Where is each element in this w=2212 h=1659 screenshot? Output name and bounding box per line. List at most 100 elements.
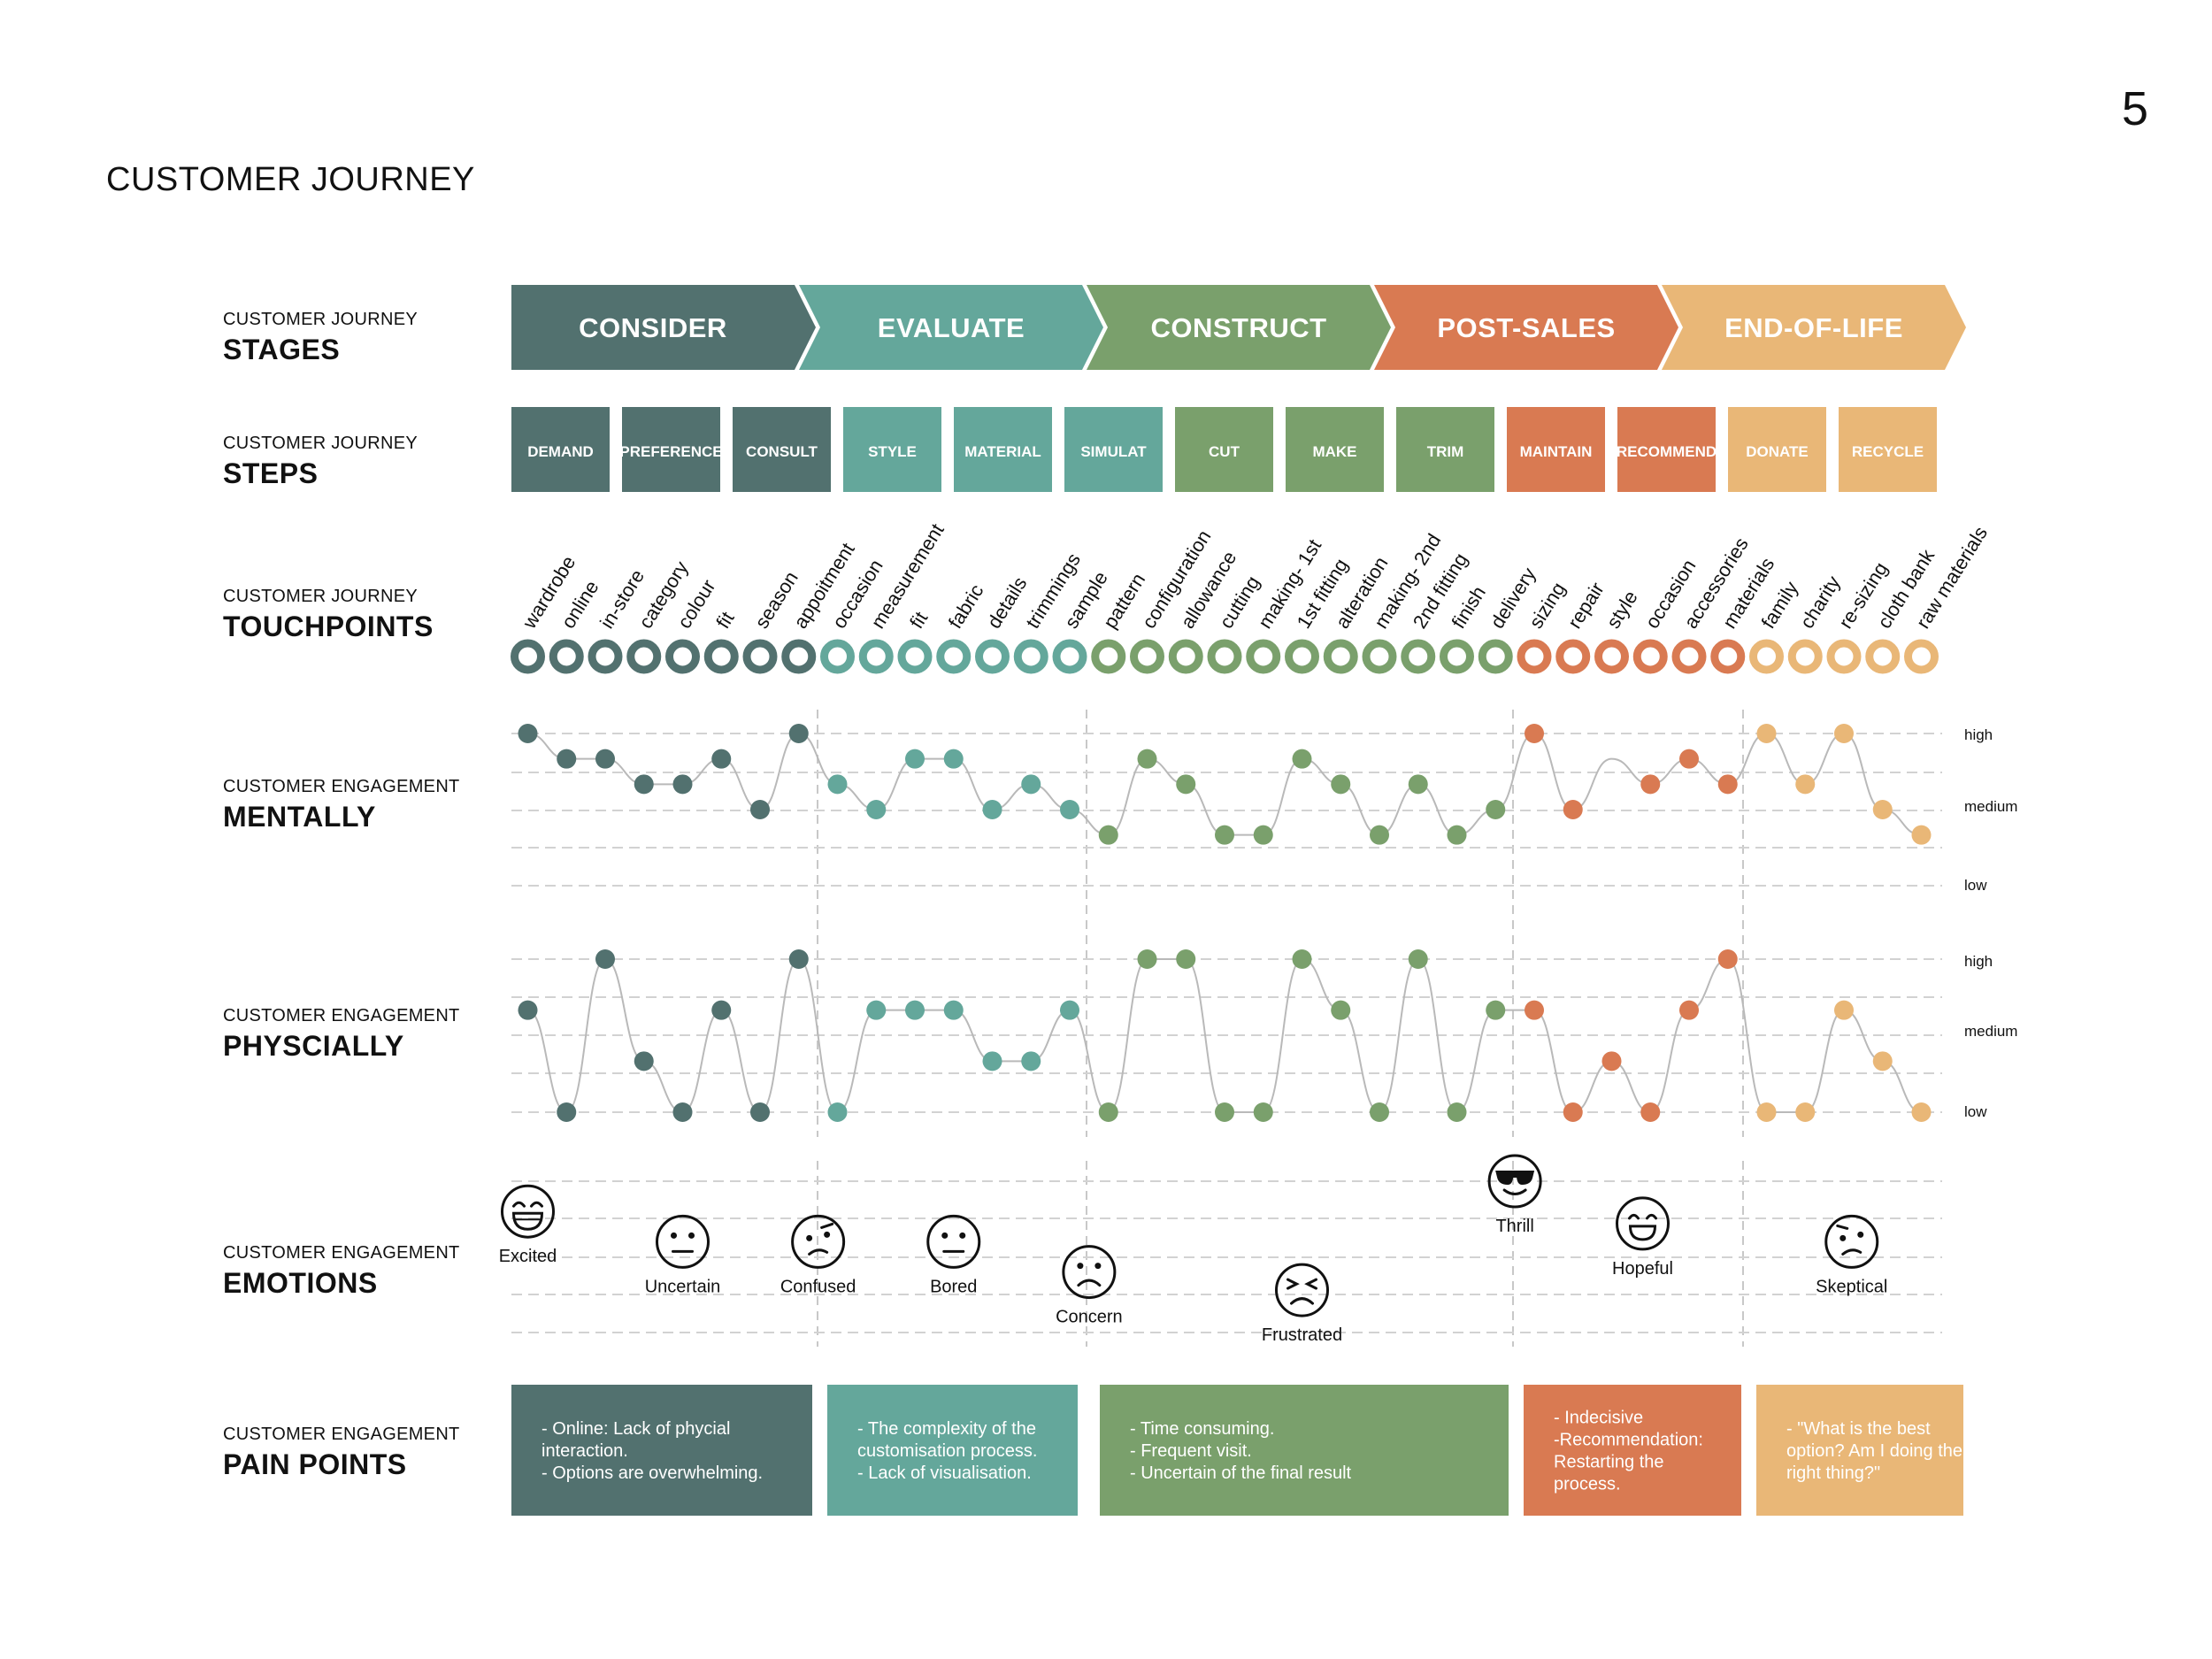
emotion-label: Uncertain — [645, 1277, 721, 1296]
row-label-small: CUSTOMER ENGAGEMENT — [223, 1243, 460, 1263]
step-box — [1839, 407, 1937, 492]
physical-engagement-point — [866, 1000, 887, 1020]
physical-engagement-point — [634, 1051, 654, 1071]
face-eye — [1857, 1231, 1864, 1238]
physical-engagement-point — [750, 1102, 770, 1122]
mental-engagement-point — [595, 749, 615, 769]
physical-engagement-point — [1717, 949, 1738, 969]
mental-engagement-point — [788, 724, 809, 743]
mental-engagement-point — [943, 749, 964, 769]
step-box — [622, 407, 720, 492]
face-mouth — [1290, 1297, 1314, 1305]
step-box — [511, 407, 610, 492]
pain-point-line: - Time consuming. — [1130, 1419, 1274, 1439]
physical-engagement-point — [788, 949, 809, 969]
engagement-level-label: medium — [1964, 798, 2017, 815]
mental-engagement-point — [1253, 825, 1273, 845]
face-mouth — [1502, 1188, 1527, 1195]
physical-engagement-point — [557, 1102, 577, 1122]
face-mouth — [1077, 1279, 1102, 1287]
touchpoint-ring — [1555, 639, 1591, 674]
face-outline — [1062, 1245, 1117, 1300]
frustrated-face-icon — [1275, 1263, 1329, 1317]
mental-engagement-point — [1563, 800, 1583, 819]
touchpoint-ring — [936, 639, 972, 674]
physical-engagement-point — [1292, 949, 1312, 969]
engagement-level-label: high — [1964, 726, 1993, 743]
step-box — [1175, 407, 1273, 492]
pain-point-box — [1756, 1385, 1963, 1516]
neutral-face-icon — [926, 1214, 981, 1269]
row-label-big: STAGES — [223, 334, 341, 365]
face-outline — [1824, 1214, 1879, 1269]
physical-engagement-point — [1872, 1051, 1893, 1071]
mental-engagement-point — [1408, 774, 1428, 795]
skeptical-face-icon — [1824, 1214, 1879, 1269]
face-outline — [656, 1214, 710, 1269]
physical-engagement-point — [827, 1102, 848, 1122]
pain-point-line: interaction. — [541, 1441, 628, 1461]
face-outline — [791, 1214, 846, 1269]
face-eye — [1077, 1263, 1084, 1270]
pain-point-line: - Online: Lack of phycial — [541, 1419, 730, 1439]
touchpoint-label: fit — [711, 608, 738, 633]
row-label-physically: CUSTOMER ENGAGEMENT PHYSCIALLY — [223, 1006, 460, 1063]
pain-point-line: - Options are overwhelming. — [541, 1463, 763, 1483]
step-label: PREFERENCE — [619, 443, 722, 460]
mental-engagement-line — [527, 732, 1922, 836]
row-label-small: CUSTOMER JOURNEY — [223, 434, 419, 453]
pain-point-line: right thing?" — [1786, 1463, 1880, 1483]
touchpoint-ring — [1749, 639, 1784, 674]
physical-engagement-point — [1563, 1102, 1583, 1122]
physical-engagement-point — [1408, 949, 1428, 969]
touchpoint-ring — [781, 639, 817, 674]
physical-engagement-point — [518, 1000, 538, 1020]
physical-engagement-point — [1060, 1000, 1079, 1020]
face-sunglasses — [1495, 1171, 1535, 1185]
pain-point-line: - Lack of visualisation. — [857, 1463, 1032, 1483]
mental-engagement-point — [1640, 774, 1661, 795]
row-label-big: TOUCHPOINTS — [223, 611, 434, 642]
pain-point-line: Restarting the — [1554, 1453, 1664, 1472]
row-label-steps: CUSTOMER JOURNEY STEPS — [223, 434, 418, 490]
physical-engagement-point — [1021, 1051, 1041, 1071]
touchpoint-label: details — [983, 572, 1032, 632]
touchpoint-label: style — [1602, 587, 1642, 633]
confused-face-icon — [791, 1214, 846, 1269]
step-label: STYLE — [868, 443, 917, 460]
stage-label: CONSTRUCT — [1150, 312, 1326, 343]
physical-engagement-point — [1834, 1000, 1854, 1020]
touchpoint-ring — [549, 639, 584, 674]
touchpoint-ring — [820, 639, 855, 674]
row-label-stages: CUSTOMER JOURNEY STAGES — [223, 310, 418, 366]
touchpoint-ring — [1594, 639, 1629, 674]
step-label: DONATE — [1746, 443, 1809, 460]
pain-point-line: - "What is the best — [1786, 1419, 1931, 1439]
emotion-label: Confused — [780, 1277, 856, 1296]
row-label-small: CUSTOMER ENGAGEMENT — [223, 1425, 460, 1444]
stage-chevron-post-sales — [1374, 285, 1678, 370]
touchpoint-ring — [1207, 639, 1242, 674]
stage-label: CONSIDER — [579, 312, 727, 343]
pain-point-box — [1100, 1385, 1509, 1516]
engagement-level-label: low — [1964, 877, 1987, 894]
row-label-big: PHYSCIALLY — [223, 1030, 404, 1062]
physical-engagement-point — [1679, 1000, 1699, 1020]
touchpoint-label: fit — [905, 608, 932, 633]
physical-engagement-point — [1215, 1102, 1234, 1122]
face-eye — [1094, 1263, 1102, 1270]
physical-engagement-point — [1640, 1102, 1661, 1122]
face-eye — [1839, 1234, 1847, 1241]
emotion-label: Concern — [1056, 1308, 1123, 1327]
stage-chevron-end-of-life — [1662, 285, 1966, 370]
row-label-big: PAIN POINTS — [223, 1448, 407, 1480]
mental-engagement-point — [905, 749, 925, 769]
emotion-label: Hopeful — [1612, 1259, 1673, 1279]
touchpoint-ring — [975, 639, 1010, 674]
step-box — [1286, 407, 1384, 492]
step-label: MATERIAL — [964, 443, 1041, 460]
touchpoint-ring — [1632, 639, 1668, 674]
pain-point-line: customisation process. — [857, 1441, 1037, 1461]
mental-engagement-point — [1756, 724, 1777, 743]
face-brow — [1836, 1224, 1849, 1230]
